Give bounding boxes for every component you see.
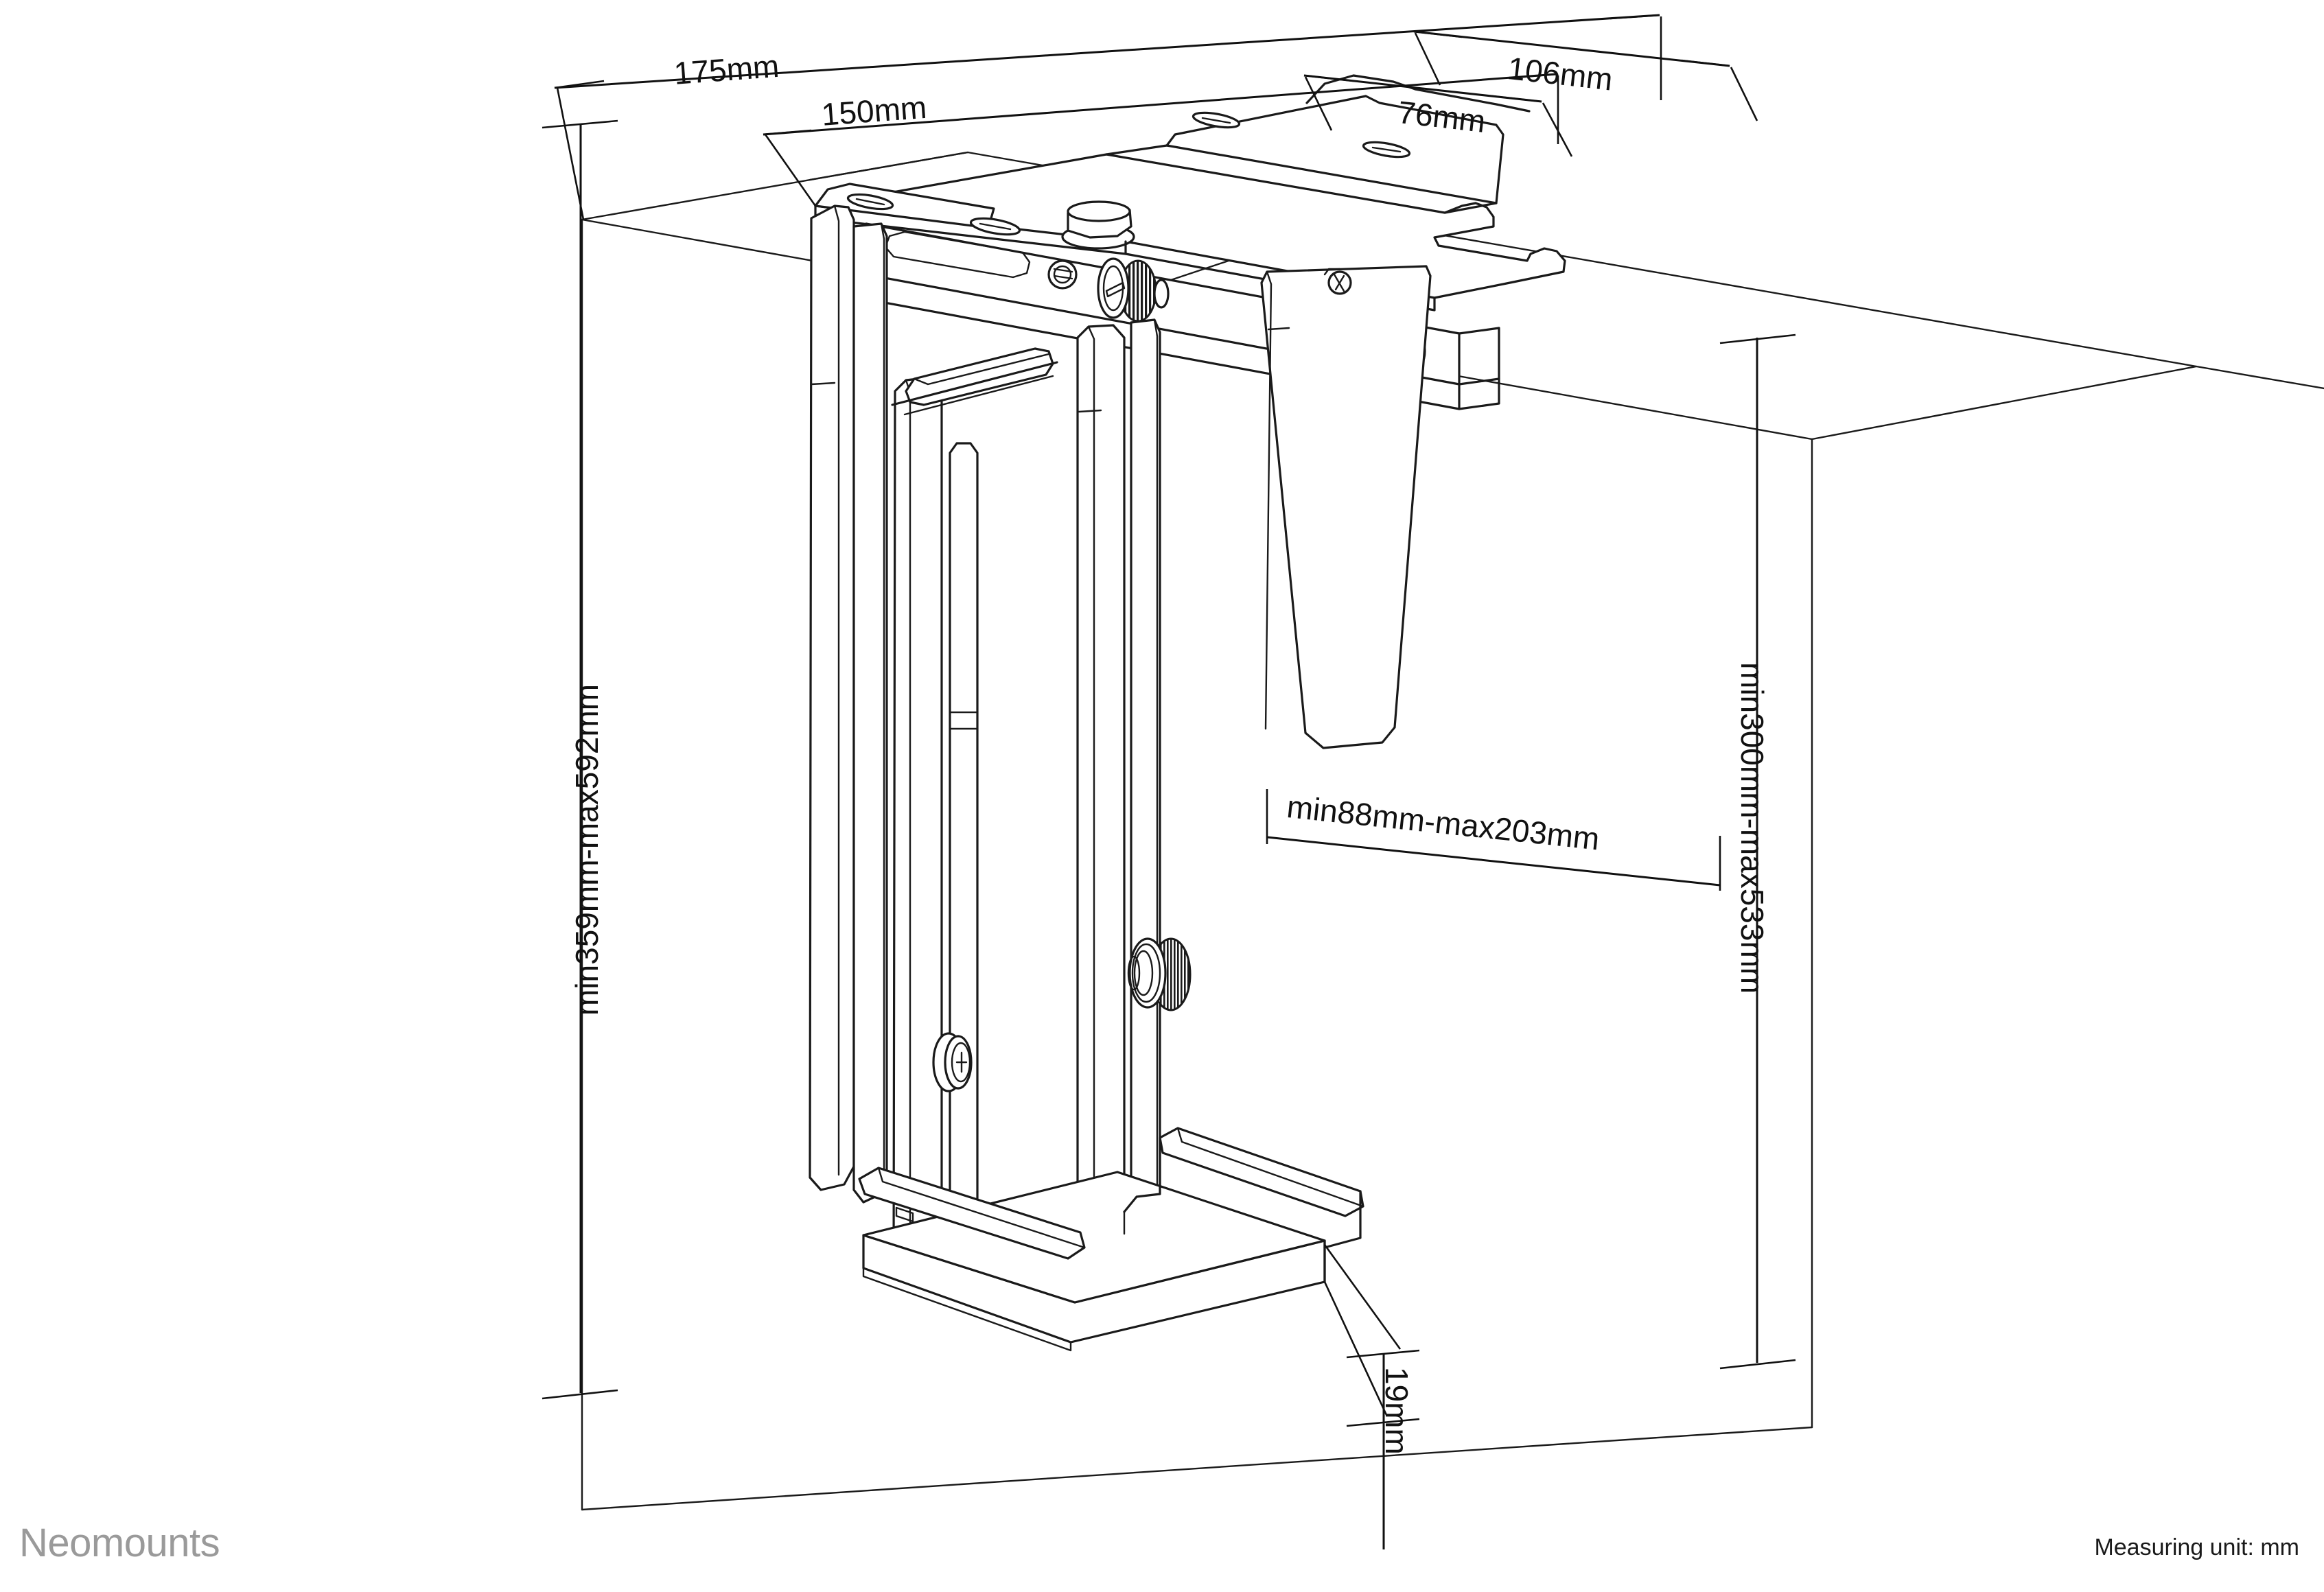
dimension-106mm: [1413, 30, 1758, 121]
hex-bolt: [1061, 200, 1135, 250]
dimension-label-plate-thickness: 19mm: [1379, 1367, 1415, 1455]
dimension-plate-thickness: [1323, 1244, 1420, 1549]
brand-logo: Neomounts: [19, 1521, 220, 1565]
dimension-width-range: [1266, 789, 1721, 891]
dimension-label-drop-range: min300mm-max533mm: [1734, 662, 1770, 994]
top-mounting-plate: [814, 74, 1566, 312]
centre-panel: [891, 347, 1058, 1280]
dimension-label-175mm: 175mm: [673, 47, 780, 91]
dimension-drop-range: [1719, 333, 1796, 1370]
dimension-height-range: [542, 119, 618, 1400]
right-side-panel: [1076, 318, 1192, 1265]
left-side-panel: [809, 204, 888, 1204]
dimension-76mm: [1303, 74, 1573, 157]
dimension-label-150mm: 150mm: [820, 89, 928, 132]
measuring-unit-note: Measuring unit: mm: [2094, 1534, 2299, 1560]
hanging-bracket: [1260, 265, 1432, 749]
bottom-tray: [858, 1127, 1364, 1352]
dimension-label-height-range: min359mm-max592mm: [569, 683, 605, 1016]
panel-screw: [932, 1032, 973, 1092]
side-locking-knob: [1127, 937, 1192, 1011]
rail-knob: [1097, 257, 1170, 323]
